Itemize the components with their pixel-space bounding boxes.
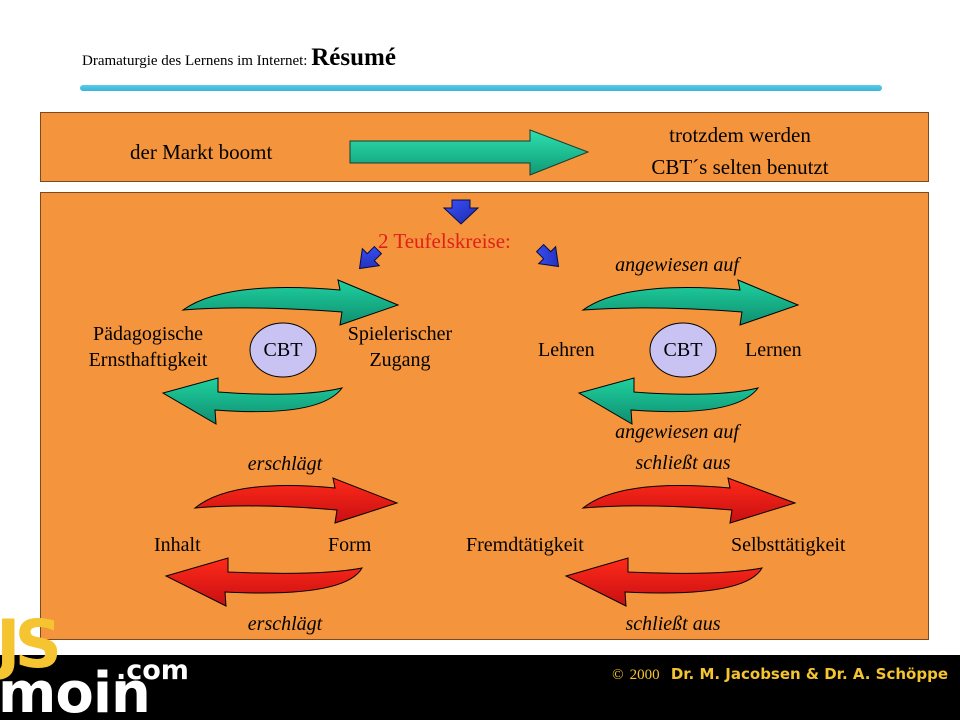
main-arrow-right xyxy=(349,129,590,176)
cbt-ellipse-right xyxy=(649,322,717,378)
market-text: der Markt boomt xyxy=(130,140,273,164)
c4-top-arrow xyxy=(581,477,797,524)
c2-right: Lernen xyxy=(745,339,802,361)
blue-arrow-down xyxy=(442,199,480,225)
c4-bottom-arrow xyxy=(564,557,763,607)
c3-bottom-arrow xyxy=(164,557,363,607)
copyright: © 2000 Dr. M. Jacobsen & Dr. A. Schöppe xyxy=(612,665,948,684)
cbt-label-right: CBT xyxy=(663,339,703,361)
c2-left: Lehren xyxy=(538,339,595,361)
c2-top-label: angewiesen auf xyxy=(615,254,739,276)
copyright-authors: Dr. M. Jacobsen & Dr. A. Schöppe xyxy=(670,665,948,683)
title-main: Résumé xyxy=(311,44,396,71)
blue-arrow-left xyxy=(358,245,383,270)
c2-bottom-label: angewiesen auf xyxy=(615,421,739,443)
title-underline xyxy=(80,85,882,91)
title-prefix: Dramaturgie des Lernens im Internet: xyxy=(82,53,308,69)
c1-bottom-arrow xyxy=(161,377,344,425)
footer-bar xyxy=(0,655,960,720)
blue-arrow-right xyxy=(535,243,560,268)
c3-left: Inhalt xyxy=(154,534,201,556)
c1-left-line1: Pädagogische xyxy=(93,323,203,345)
despite-text-line2: CBT´s selten benutzt xyxy=(651,155,829,179)
c3-top-arrow xyxy=(193,477,399,524)
cbt-label-left: CBT xyxy=(263,339,303,361)
cbt-ellipse-left xyxy=(249,322,317,378)
c2-top-arrow xyxy=(581,279,800,326)
main-box xyxy=(40,192,929,640)
c3-top-label: erschlägt xyxy=(247,453,323,475)
c1-right-line2: Zugang xyxy=(369,349,431,371)
copyright-symbol: © xyxy=(612,667,624,683)
vicious-circles-heading: 2 Teufelskreise: xyxy=(378,229,511,253)
c1-right-line1: Spielerischer xyxy=(347,323,453,345)
c1-left-line2: Ernsthaftigkeit xyxy=(88,349,208,371)
c2-bottom-arrow xyxy=(577,377,760,425)
logo-js: JS xyxy=(0,606,62,683)
despite-text-line1: trotzdem werden xyxy=(669,123,811,147)
logo-com: .com xyxy=(116,655,189,686)
c4-right: Selbsttätigkeit xyxy=(731,534,846,556)
copyright-year: 2000 xyxy=(629,667,660,683)
c4-top-label: schließt aus xyxy=(635,452,731,474)
c4-left: Fremdtätigkeit xyxy=(466,534,584,556)
page-title: Dramaturgie des Lernens im Internet: Rés… xyxy=(82,44,396,72)
logo-moin: moin xyxy=(0,661,151,726)
c4-bottom-label: schließt aus xyxy=(625,613,721,635)
c3-bottom-label: erschlägt xyxy=(247,613,323,635)
c3-right: Form xyxy=(328,534,372,556)
c1-top-arrow xyxy=(181,279,400,326)
